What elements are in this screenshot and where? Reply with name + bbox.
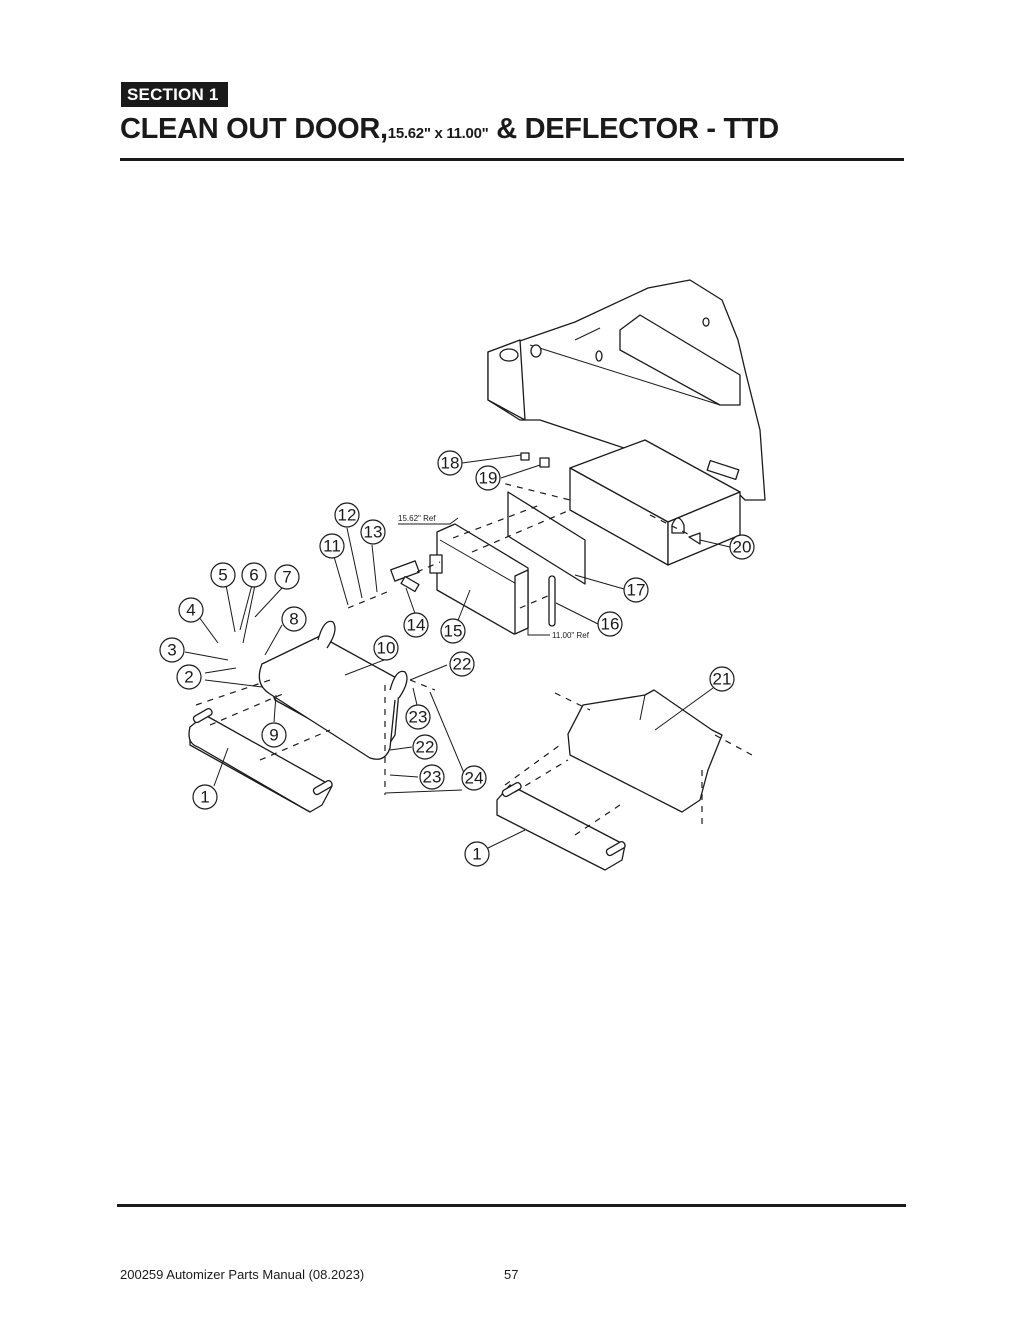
left-deflector-rod xyxy=(188,707,333,813)
callout-15: 15 xyxy=(440,618,466,644)
svg-text:6: 6 xyxy=(249,566,258,585)
callout-23-lower: 23 xyxy=(419,764,445,790)
callout-20: 20 xyxy=(729,534,755,560)
svg-text:1: 1 xyxy=(200,788,209,807)
callout-10: 10 xyxy=(373,635,399,661)
callout-17: 17 xyxy=(623,577,649,603)
svg-text:10: 10 xyxy=(377,639,396,658)
svg-text:24: 24 xyxy=(465,769,484,788)
gasket-panel xyxy=(507,491,586,585)
callout-22: 22 xyxy=(449,651,475,677)
leader-lines xyxy=(184,454,731,849)
callout-14: 14 xyxy=(403,612,429,638)
svg-text:15: 15 xyxy=(444,622,463,641)
svg-text:23: 23 xyxy=(423,768,442,787)
left-deflector xyxy=(258,620,408,760)
svg-text:4: 4 xyxy=(186,601,195,620)
svg-text:18: 18 xyxy=(441,454,460,473)
svg-text:8: 8 xyxy=(289,610,298,629)
callout-21: 21 xyxy=(709,666,735,692)
callout-11: 11 xyxy=(319,533,345,559)
callout-22-lower: 22 xyxy=(412,734,438,760)
hopper-frame-assembly xyxy=(487,279,766,566)
svg-text:20: 20 xyxy=(733,538,752,557)
door-handle xyxy=(548,575,556,627)
width-ref-label: 15.62" Ref xyxy=(398,514,436,523)
callout-7: 7 xyxy=(274,564,300,590)
svg-text:11: 11 xyxy=(323,537,341,556)
svg-text:21: 21 xyxy=(713,670,732,689)
callout-8: 8 xyxy=(281,606,307,632)
footer-manual-title: 200259 Automizer Parts Manual (08.2023) xyxy=(120,1267,365,1282)
title-main: CLEAN OUT DOOR, xyxy=(120,113,388,145)
svg-text:7: 7 xyxy=(282,568,291,587)
callout-16: 16 xyxy=(597,611,623,637)
svg-text:3: 3 xyxy=(167,641,176,660)
callout-4: 4 xyxy=(178,597,204,623)
callout-19: 19 xyxy=(475,465,501,491)
dimension-references: 15.62" Ref 11.00" Ref xyxy=(398,514,590,640)
svg-text:13: 13 xyxy=(364,523,383,542)
title-rest: & DEFLECTOR - TTD xyxy=(488,113,779,145)
callout-23: 23 xyxy=(405,704,431,730)
header-divider xyxy=(120,158,904,161)
callout-1-right: 1 xyxy=(464,841,490,867)
callout-5: 5 xyxy=(210,562,236,588)
door-latch xyxy=(390,560,420,593)
callout-2: 2 xyxy=(176,664,202,690)
callout-1: 1 xyxy=(192,784,218,810)
height-ref-label: 11.00" Ref xyxy=(552,631,590,640)
callout-12: 12 xyxy=(334,502,360,528)
title-dimensions: 15.62" x 11.00" xyxy=(387,125,489,142)
callout-24: 24 xyxy=(461,765,487,791)
svg-text:2: 2 xyxy=(184,668,193,687)
svg-text:19: 19 xyxy=(479,469,498,488)
callout-6: 6 xyxy=(241,562,267,588)
svg-text:22: 22 xyxy=(416,738,435,757)
callout-3: 3 xyxy=(159,637,185,663)
section-badge: SECTION 1 xyxy=(121,82,228,107)
right-deflector-rod xyxy=(496,781,626,871)
callout-9: 9 xyxy=(261,722,287,748)
svg-text:17: 17 xyxy=(627,581,646,600)
svg-text:14: 14 xyxy=(407,616,426,635)
svg-text:23: 23 xyxy=(409,708,428,727)
page-number: 57 xyxy=(504,1267,519,1282)
svg-text:16: 16 xyxy=(601,615,620,634)
page-title: CLEAN OUT DOOR,15.62" x 11.00" & DEFLECT… xyxy=(120,113,779,146)
right-deflector xyxy=(567,689,723,813)
footer-divider xyxy=(117,1204,906,1207)
assembly-lines xyxy=(195,477,753,836)
svg-text:22: 22 xyxy=(453,655,472,674)
clean-out-door xyxy=(429,523,529,635)
svg-text:1: 1 xyxy=(472,845,481,864)
svg-text:5: 5 xyxy=(218,566,227,585)
svg-text:9: 9 xyxy=(269,726,278,745)
callout-13: 13 xyxy=(360,519,386,545)
callout-18: 18 xyxy=(437,450,463,476)
svg-text:12: 12 xyxy=(338,506,357,525)
